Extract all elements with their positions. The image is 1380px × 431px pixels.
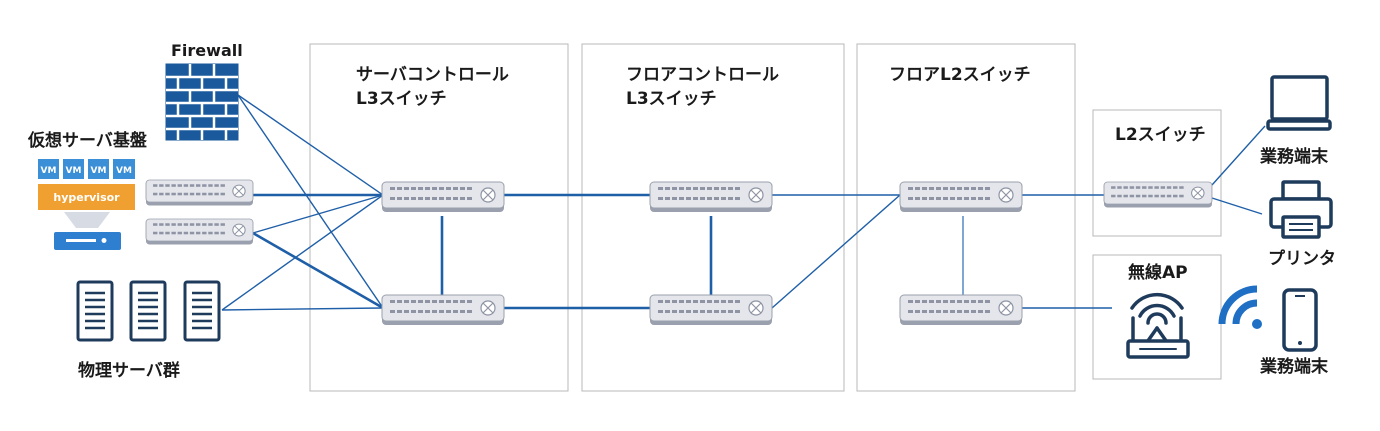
server-l3-switch-1 [381, 181, 505, 213]
floor-l3-switch-2 [649, 294, 773, 326]
floor-l2-switch-1 [899, 181, 1023, 213]
vm-badges: VM VM VM VM [38, 159, 135, 179]
floor-l3-switch-1 [649, 181, 773, 213]
links [221, 94, 1266, 311]
vm-badge-3: VM [91, 166, 107, 176]
physical-server-icon-1 [76, 280, 114, 342]
floor-l2-switch-2 [899, 294, 1023, 326]
zone-server-l3-title-1: サーバコントロール [356, 65, 509, 85]
printer-icon [1269, 180, 1333, 239]
zone-floor-l3-title-1: フロアコントロール [626, 65, 779, 85]
virtual-infra-label: 仮想サーバ基盤 [27, 130, 148, 151]
hypervisor-block: hypervisor [38, 184, 135, 250]
zone-server-l3-title-2: L3スイッチ [356, 89, 447, 109]
smartphone-icon [1282, 288, 1318, 352]
vm-badge-4: VM [116, 166, 132, 176]
physical-server-icon-3 [183, 280, 221, 342]
zone-wireless-title: 無線AP [1128, 262, 1188, 283]
wireless-ap-icon [1126, 292, 1190, 359]
terminal-bottom-label: 業務端末 [1260, 356, 1329, 377]
physical-servers-label: 物理サーバ群 [78, 360, 180, 381]
server-unit-icon [54, 232, 121, 250]
printer-label: プリンタ [1268, 248, 1336, 269]
firewall-label: Firewall [171, 41, 243, 60]
l2-switch [1103, 181, 1213, 209]
pc-terminal-icon [1266, 75, 1332, 131]
physical-server-icon-2 [129, 280, 167, 342]
vm-badge-2: VM [66, 166, 82, 176]
zone-server-l3 [309, 43, 569, 392]
firewall-icon [165, 63, 239, 141]
zone-floor-l2-title: フロアL2スイッチ [889, 65, 1031, 85]
vm-badge-1: VM [41, 166, 57, 176]
server-side-switch-2 [145, 218, 254, 246]
zone-floor-l3-title-2: L3スイッチ [626, 89, 717, 109]
zone-l2-title: L2スイッチ [1115, 125, 1206, 145]
server-l3-switch-2 [381, 294, 505, 326]
terminal-top-label: 業務端末 [1260, 146, 1329, 167]
server-side-switch-1 [145, 179, 254, 207]
zone-floor-l2 [856, 43, 1076, 392]
hypervisor-label: hypervisor [53, 191, 120, 204]
zone-floor-l3 [581, 43, 845, 392]
zone-l2-switch [1092, 109, 1222, 237]
wifi-signal-icon [1218, 285, 1262, 329]
